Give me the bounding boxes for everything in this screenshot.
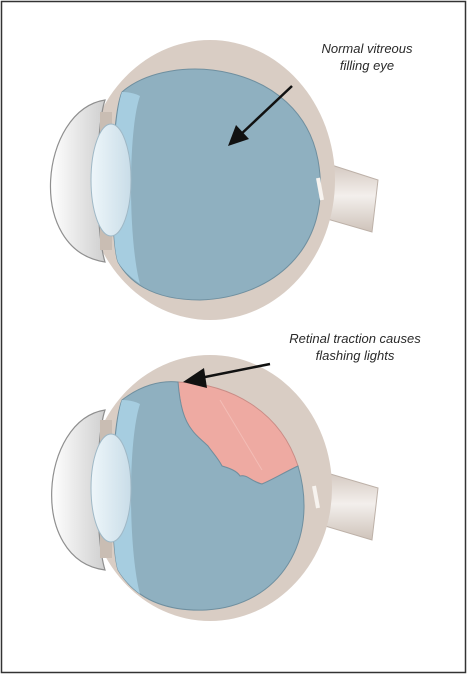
caption-line: filling eye [282,57,452,74]
normal-eye [50,40,378,320]
traction-eye [52,355,378,621]
lens [91,124,131,236]
lens [91,434,131,542]
caption-line: flashing lights [255,347,455,364]
caption-traction: Retinal traction causes flashing lights [255,330,455,364]
caption-line: Normal vitreous [282,40,452,57]
caption-normal: Normal vitreous filling eye [282,40,452,74]
caption-line: Retinal traction causes [255,330,455,347]
